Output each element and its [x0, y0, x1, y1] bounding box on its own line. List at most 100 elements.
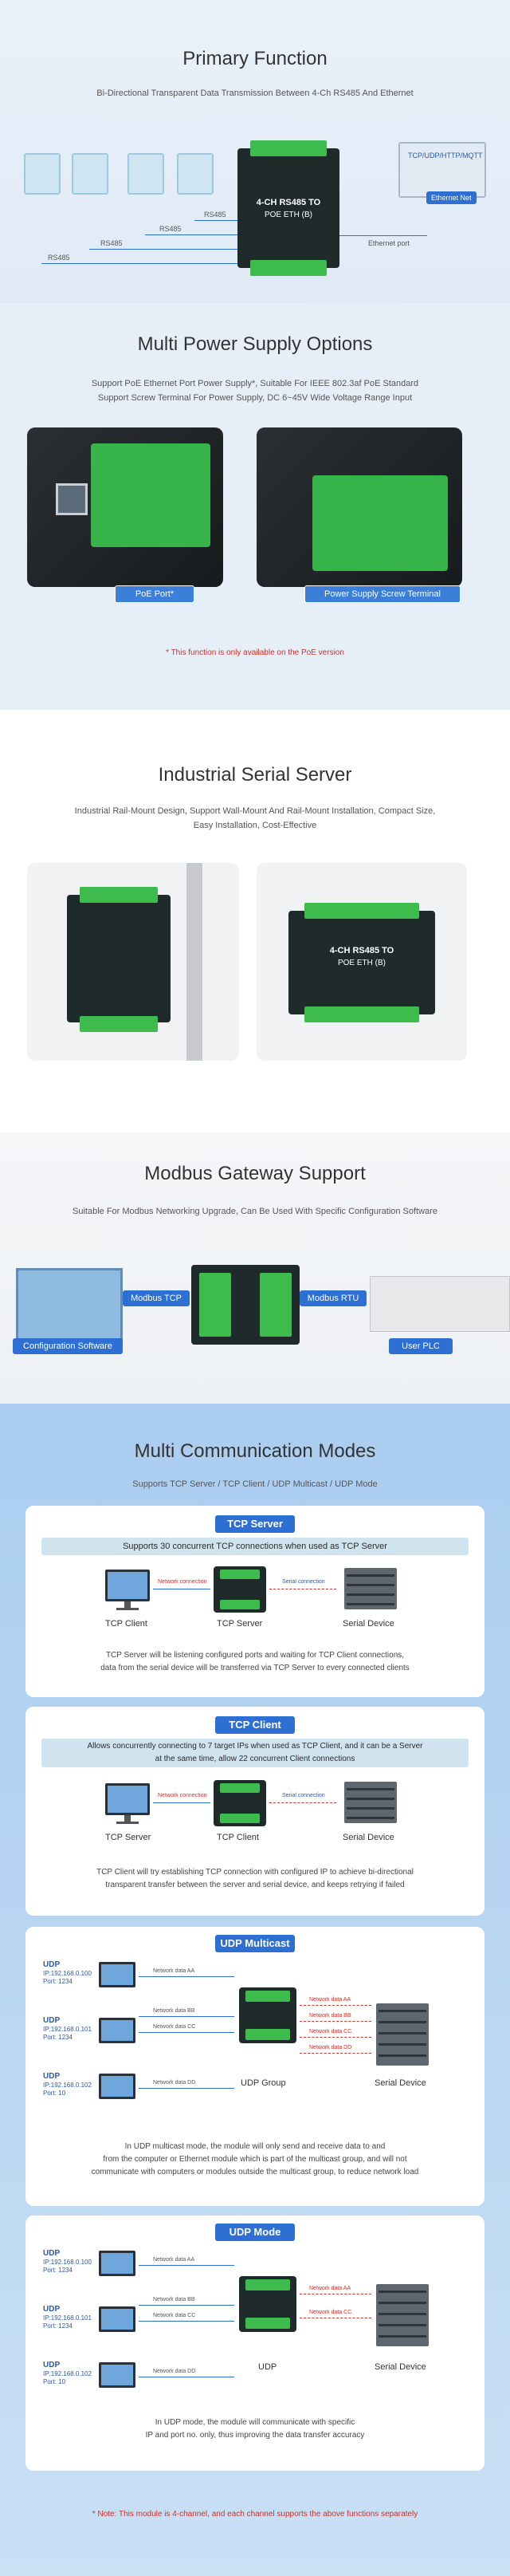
- udp-multicast-node-3: UDP IP:192.168.0.102 Port: 10: [43, 2072, 139, 2113]
- udp-mode-net-4: Network data DD: [153, 2369, 196, 2374]
- rs485-device-3: [128, 153, 164, 195]
- tcp-client-banner: Allows concurrently connecting to 7 targ…: [41, 1739, 469, 1767]
- tcp-client-desc-1: TCP Client will try establishing TCP con…: [96, 1868, 414, 1877]
- udp-multicast-desc-1: In UDP multicast mode, the module will o…: [124, 2142, 386, 2151]
- rs485-line-2: [89, 249, 241, 250]
- tcp-server-device: [214, 1566, 266, 1613]
- tcp-server-serial-label: Serial Device: [343, 1619, 394, 1629]
- tcp-client-serial-rack: [344, 1782, 397, 1823]
- udp-multicast-net-1: Network data AA: [153, 1968, 195, 1974]
- tcp-client-serial-label: Serial Device: [343, 1833, 394, 1842]
- udp-multicast-net-2: Network data BB: [153, 2008, 195, 2014]
- udp-mode-net-2: Network data BB: [153, 2297, 195, 2302]
- modes-title: Multi Communication Modes: [134, 1440, 376, 1462]
- tcp-client-client-label: TCP Client: [217, 1833, 259, 1842]
- udp-multicast-net-4: Network data DD: [153, 2080, 196, 2086]
- udp-mode-serial-label: Serial Device: [375, 2362, 426, 2372]
- protocol-label: TCP/UDP/HTTP/MQTT: [408, 152, 483, 160]
- rs485-device-4: [177, 153, 214, 195]
- udp-mode-desc-1: In UDP mode, the module will communicate…: [155, 2418, 355, 2427]
- tcp-client-card: TCP Client Allows concurrently connectin…: [26, 1707, 484, 1916]
- udp-mode-node-2: UDP IP:192.168.0.101 Port: 1234: [43, 2305, 139, 2346]
- power-section: Multi Power Supply Options Support PoE E…: [0, 303, 510, 710]
- udp-multicast-serial-label: Serial Device: [375, 2078, 426, 2088]
- tcp-client-title: TCP Client: [215, 1716, 295, 1734]
- tcp-server-banner: Supports 30 concurrent TCP connections w…: [41, 1538, 469, 1555]
- modbus-title: Modbus Gateway Support: [144, 1163, 366, 1184]
- udp-mode-center-label: UDP: [258, 2362, 277, 2372]
- udp-multicast-device: [239, 1987, 296, 2043]
- udp-multicast-serial-1: Network data AA: [309, 1997, 351, 2003]
- modbus-rtu-tag: Modbus RTU: [300, 1290, 367, 1306]
- primary-title: Primary Function: [182, 48, 328, 69]
- screw-terminal-tag: Power Supply Screw Terminal: [304, 585, 461, 603]
- rs485-line-4: [194, 220, 241, 221]
- tcp-client-desc-2: transparent transfer between the server …: [105, 1881, 405, 1889]
- poe-tag: PoE Port*: [115, 585, 194, 603]
- rs485-label-3: RS485: [159, 225, 182, 233]
- primary-subtitle: Bi-Directional Transparent Data Transmis…: [96, 89, 414, 98]
- plc-tag: User PLC: [389, 1338, 453, 1354]
- udp-multicast-serial-rack: [376, 2003, 429, 2066]
- tcp-client-banner-1: Allows concurrently connecting to 7 targ…: [87, 1742, 423, 1751]
- udp-multicast-serial-2: Network data BB: [309, 2013, 351, 2019]
- udp-mode-serial-1: Network data AA: [309, 2286, 351, 2291]
- serial-server-device: 4-CH RS485 TO POE ETH (B): [237, 140, 339, 276]
- tcp-client-server-label: TCP Server: [105, 1833, 151, 1842]
- tcp-server-desc-2: data from the serial device will be tran…: [100, 1664, 410, 1672]
- tcp-server-net-conn: Network connection: [158, 1579, 207, 1585]
- rs485-label-1: RS485: [48, 254, 70, 262]
- tcp-server-desc-1: TCP Server will be listening configured …: [105, 1651, 405, 1660]
- udp-multicast-net-3: Network data CC: [153, 2024, 196, 2030]
- ethernet-line: [339, 235, 427, 236]
- primary-section: Primary Function Bi-Directional Transpar…: [0, 0, 510, 335]
- config-software-screen: [16, 1268, 123, 1341]
- udp-multicast-serial-4: Network data DD: [309, 2045, 352, 2050]
- power-title: Multi Power Supply Options: [137, 333, 373, 355]
- tcp-server-title: TCP Server: [215, 1515, 295, 1533]
- config-software-tag: Configuration Software: [13, 1338, 123, 1354]
- udp-mode-device: [239, 2276, 296, 2332]
- tcp-server-serial-rack: [344, 1568, 397, 1609]
- rs485-label-4: RS485: [204, 211, 226, 219]
- computer-icon: [398, 142, 486, 198]
- rail-mount-photo: [27, 863, 239, 1061]
- tcp-server-serial-conn: Serial connection: [282, 1579, 325, 1585]
- udp-mode-node-1: UDP IP:192.168.0.100 Port: 1234: [43, 2249, 139, 2290]
- udp-mode-node-3: UDP IP:192.168.0.102 Port: 10: [43, 2361, 139, 2402]
- tcp-client-device: [214, 1780, 266, 1826]
- modbus-tcp-tag: Modbus TCP: [123, 1290, 190, 1306]
- udp-mode-net-3: Network data CC: [153, 2313, 196, 2318]
- modbus-section: Modbus Gateway Support Suitable For Modb…: [0, 1132, 510, 1404]
- udp-mode-serial-rack: [376, 2284, 429, 2346]
- udp-mode-title: UDP Mode: [215, 2223, 295, 2241]
- power-note: * This function is only available on the…: [166, 648, 344, 657]
- udp-mode-desc-2: IP and port no. only, thus improving the…: [145, 2431, 365, 2440]
- rs485-label-2: RS485: [100, 239, 123, 247]
- udp-multicast-desc-2: from the computer or Ethernet module whi…: [103, 2155, 407, 2164]
- industrial-subtitle-2: Easy Installation, Cost-Effective: [193, 821, 317, 830]
- udp-multicast-node-1: UDP IP:192.168.0.100 Port: 1234: [43, 1960, 139, 2002]
- tcp-client-serial-conn: Serial connection: [282, 1793, 325, 1798]
- plc-device: [370, 1276, 510, 1332]
- industrial-subtitle-1: Industrial Rail-Mount Design, Support Wa…: [74, 806, 436, 816]
- modes-note: * Note: This module is 4-channel, and ea…: [92, 2510, 418, 2519]
- modes-subtitle: Supports TCP Server / TCP Client / UDP M…: [132, 1479, 378, 1489]
- power-subtitle-2: Support Screw Terminal For Power Supply,…: [97, 393, 413, 403]
- tcp-server-server-label: TCP Server: [217, 1619, 263, 1629]
- udp-group-label: UDP Group: [241, 2078, 286, 2088]
- poe-photo: [27, 427, 223, 587]
- wall-device-label-1: 4-CH RS485 TO: [329, 946, 394, 955]
- industrial-title: Industrial Serial Server: [158, 764, 352, 786]
- udp-multicast-node-2: UDP IP:192.168.0.101 Port: 1234: [43, 2016, 139, 2058]
- modbus-subtitle: Suitable For Modbus Networking Upgrade, …: [73, 1207, 437, 1216]
- rs485-device-1: [24, 153, 61, 195]
- udp-mode-net-1: Network data AA: [153, 2257, 195, 2263]
- tcp-client-net-conn: Network connection: [158, 1793, 207, 1798]
- ethernet-label: Ethernet port: [368, 239, 410, 247]
- tcp-server-client-label: TCP Client: [105, 1619, 147, 1629]
- udp-mode-card: UDP Mode UDP IP:192.168.0.100 Port: 1234…: [26, 2216, 484, 2471]
- udp-multicast-card: UDP Multicast UDP IP:192.168.0.100 Port:…: [26, 1927, 484, 2206]
- udp-multicast-title: UDP Multicast: [215, 1935, 295, 1952]
- tcp-server-card: TCP Server Supports 30 concurrent TCP co…: [26, 1506, 484, 1697]
